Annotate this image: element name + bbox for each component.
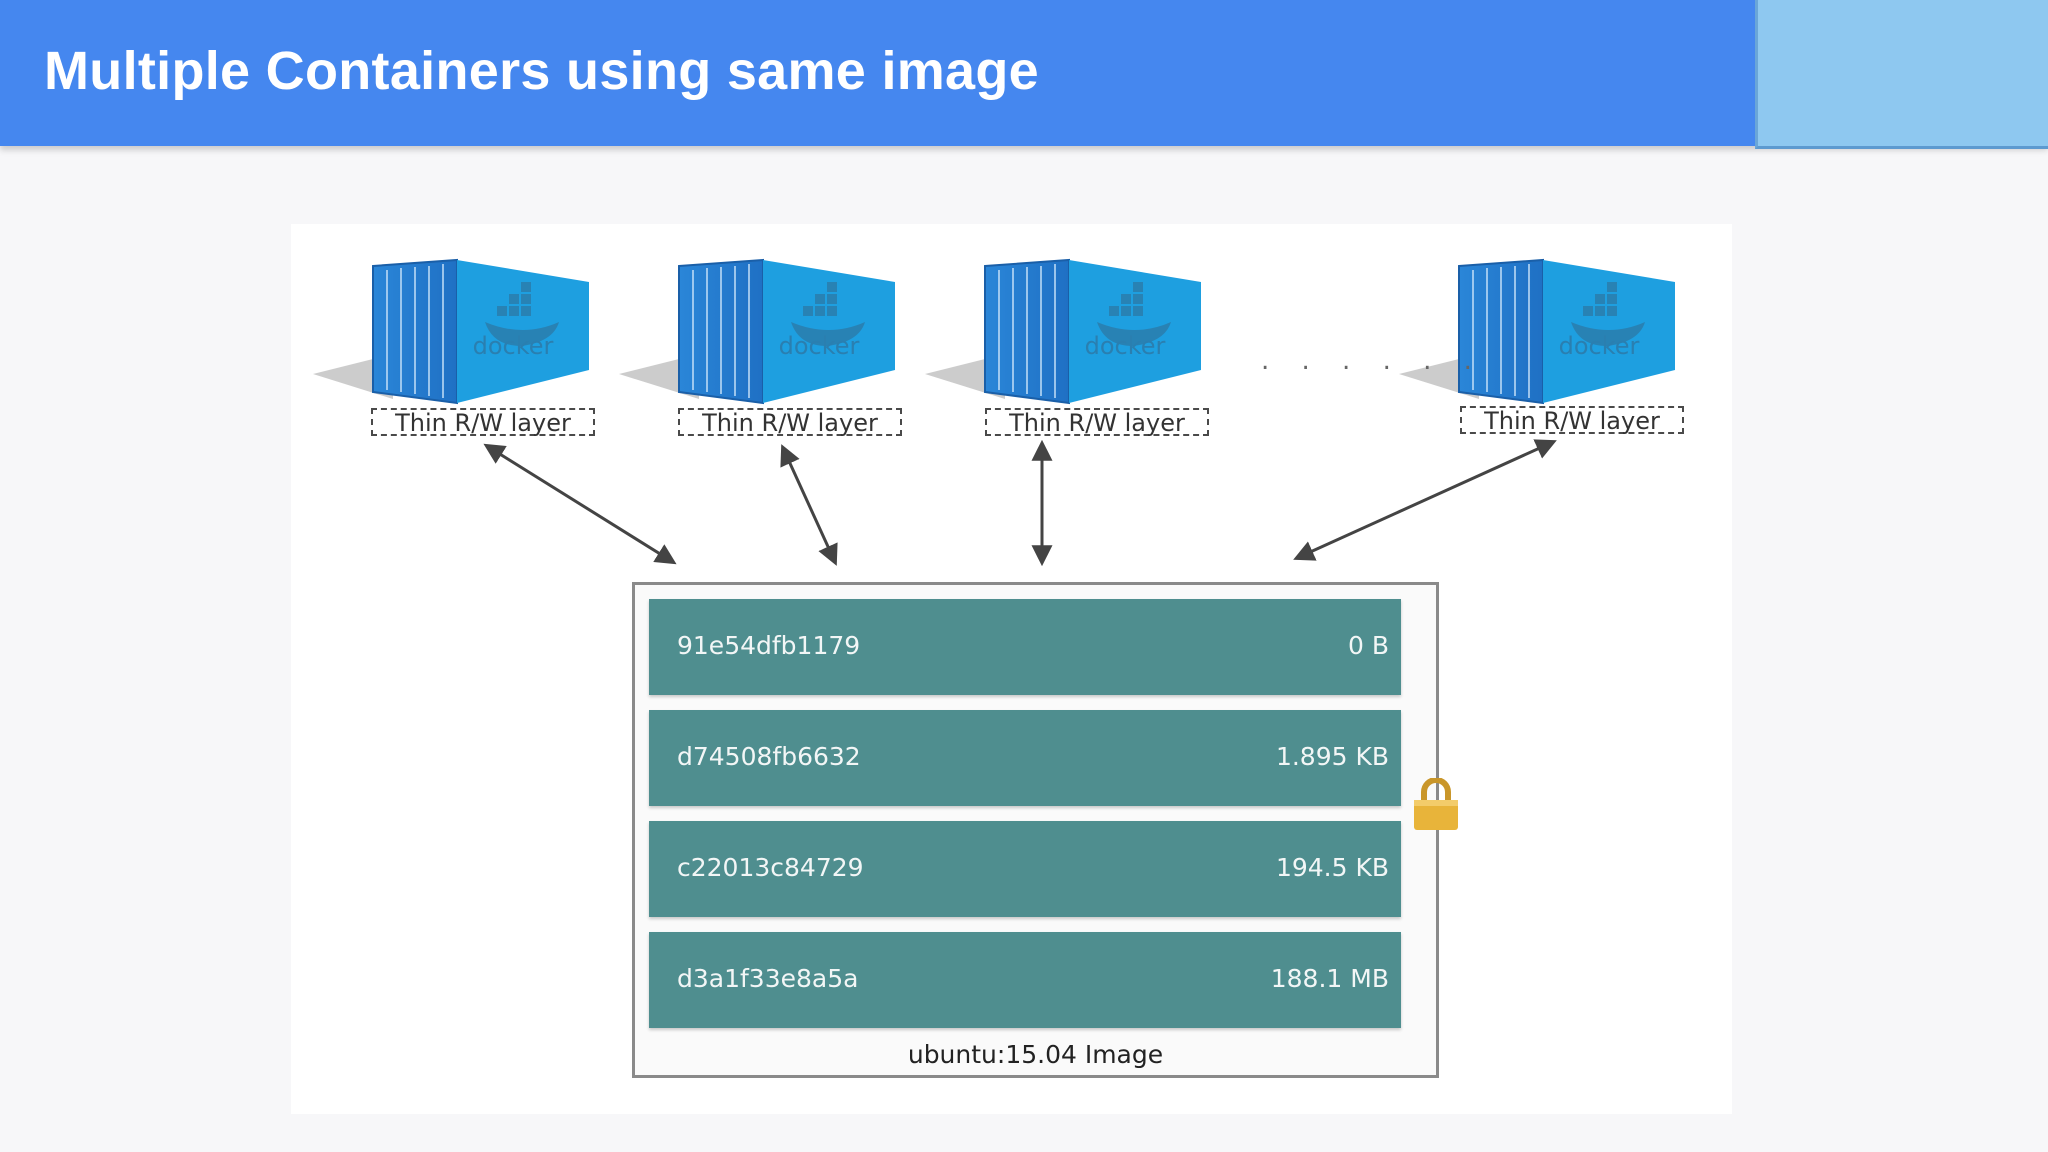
image-layer: c22013c84729 194.5 KB [649,821,1401,917]
layer-id: d74508fb6632 [677,742,861,771]
thin-rw-layer-label: Thin R/W layer [1460,406,1684,434]
docker-logo-text: docker [1559,332,1640,360]
layer-size: 188.1 MB [1270,964,1389,993]
thin-rw-layer-label: Thin R/W layer [371,408,595,436]
thin-rw-layer-label: Thin R/W layer [678,408,902,436]
image-layer: d3a1f33e8a5a 188.1 MB [649,932,1401,1028]
diagram-canvas: docker docker [313,258,1675,567]
layer-id: d3a1f33e8a5a [677,964,859,993]
layer-id: c22013c84729 [677,853,864,882]
container-1: docker [313,258,589,405]
container-2: docker [619,258,895,405]
lock-icon [1414,778,1458,830]
arrow-2 [780,444,838,566]
docker-whale-icon [1571,282,1645,346]
layer-size: 1.895 KB [1275,742,1389,771]
docker-whale-icon [791,282,865,346]
docker-whale-icon [485,282,559,346]
layer-id: 91e54dfb1179 [677,631,861,660]
layer-size: 0 B [1347,631,1389,660]
container-3: docker [925,258,1201,405]
header-bar: Multiple Containers using same image [0,0,2048,149]
thin-rw-layer-label: Thin R/W layer [985,408,1209,436]
arrow-1 [483,443,677,565]
slide-thumbnail [1755,0,2048,149]
image-layer: 91e54dfb1179 0 B [649,599,1401,695]
layer-size: 194.5 KB [1275,853,1389,882]
image-layer: d74508fb6632 1.895 KB [649,710,1401,806]
container-4: docker [1399,258,1675,405]
ellipsis: . . . . . . [1261,346,1484,376]
image-caption: ubuntu:15.04 Image [907,1040,1164,1069]
docker-logo-text: docker [779,332,860,360]
docker-logo-text: docker [473,332,554,360]
image-layers-box: 91e54dfb1179 0 B d74508fb6632 1.895 KB c… [632,582,1439,1078]
page-title: Multiple Containers using same image [44,41,1040,101]
docker-whale-icon [1097,282,1171,346]
arrow-4 [1293,439,1557,561]
docker-logo-text: docker [1085,332,1166,360]
